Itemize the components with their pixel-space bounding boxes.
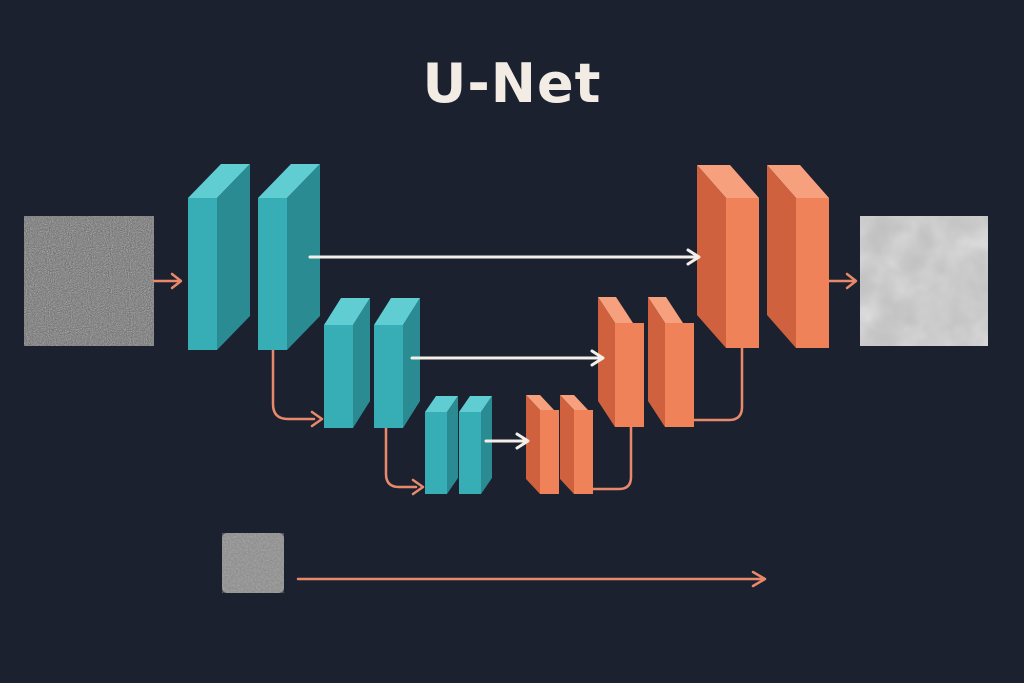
- encoder-block-1a: [188, 164, 250, 350]
- encoder-block-3b: [459, 396, 492, 494]
- skip-connection-3: [484, 432, 530, 450]
- input-image: [24, 216, 154, 346]
- diagram-title: U-Net: [422, 52, 602, 115]
- legend-arrow: [296, 570, 767, 588]
- decoder-block-1a: [697, 165, 759, 348]
- decoder-block-2a: [598, 297, 644, 427]
- encoder-block-2a: [324, 298, 370, 428]
- encoder-block-1b: [258, 164, 320, 350]
- downsample-path-2: [384, 424, 425, 496]
- output-arrow: [827, 272, 858, 290]
- upsample-path-1: [590, 424, 633, 491]
- decoder-block-2b: [648, 297, 694, 427]
- output-image: [860, 216, 988, 346]
- skip-connection-1: [308, 248, 701, 266]
- encoder-block-3a: [425, 396, 458, 494]
- decoder-block-3a: [526, 395, 559, 494]
- upsample-path-2: [690, 344, 744, 422]
- downsample-path-1: [271, 346, 324, 428]
- decoder-block-3b: [560, 395, 593, 494]
- encoder-block-2b: [374, 298, 420, 428]
- legend-noise-square: [222, 533, 284, 593]
- skip-connection-2: [410, 349, 605, 367]
- input-arrow: [152, 272, 183, 290]
- decoder-block-1b: [767, 165, 829, 348]
